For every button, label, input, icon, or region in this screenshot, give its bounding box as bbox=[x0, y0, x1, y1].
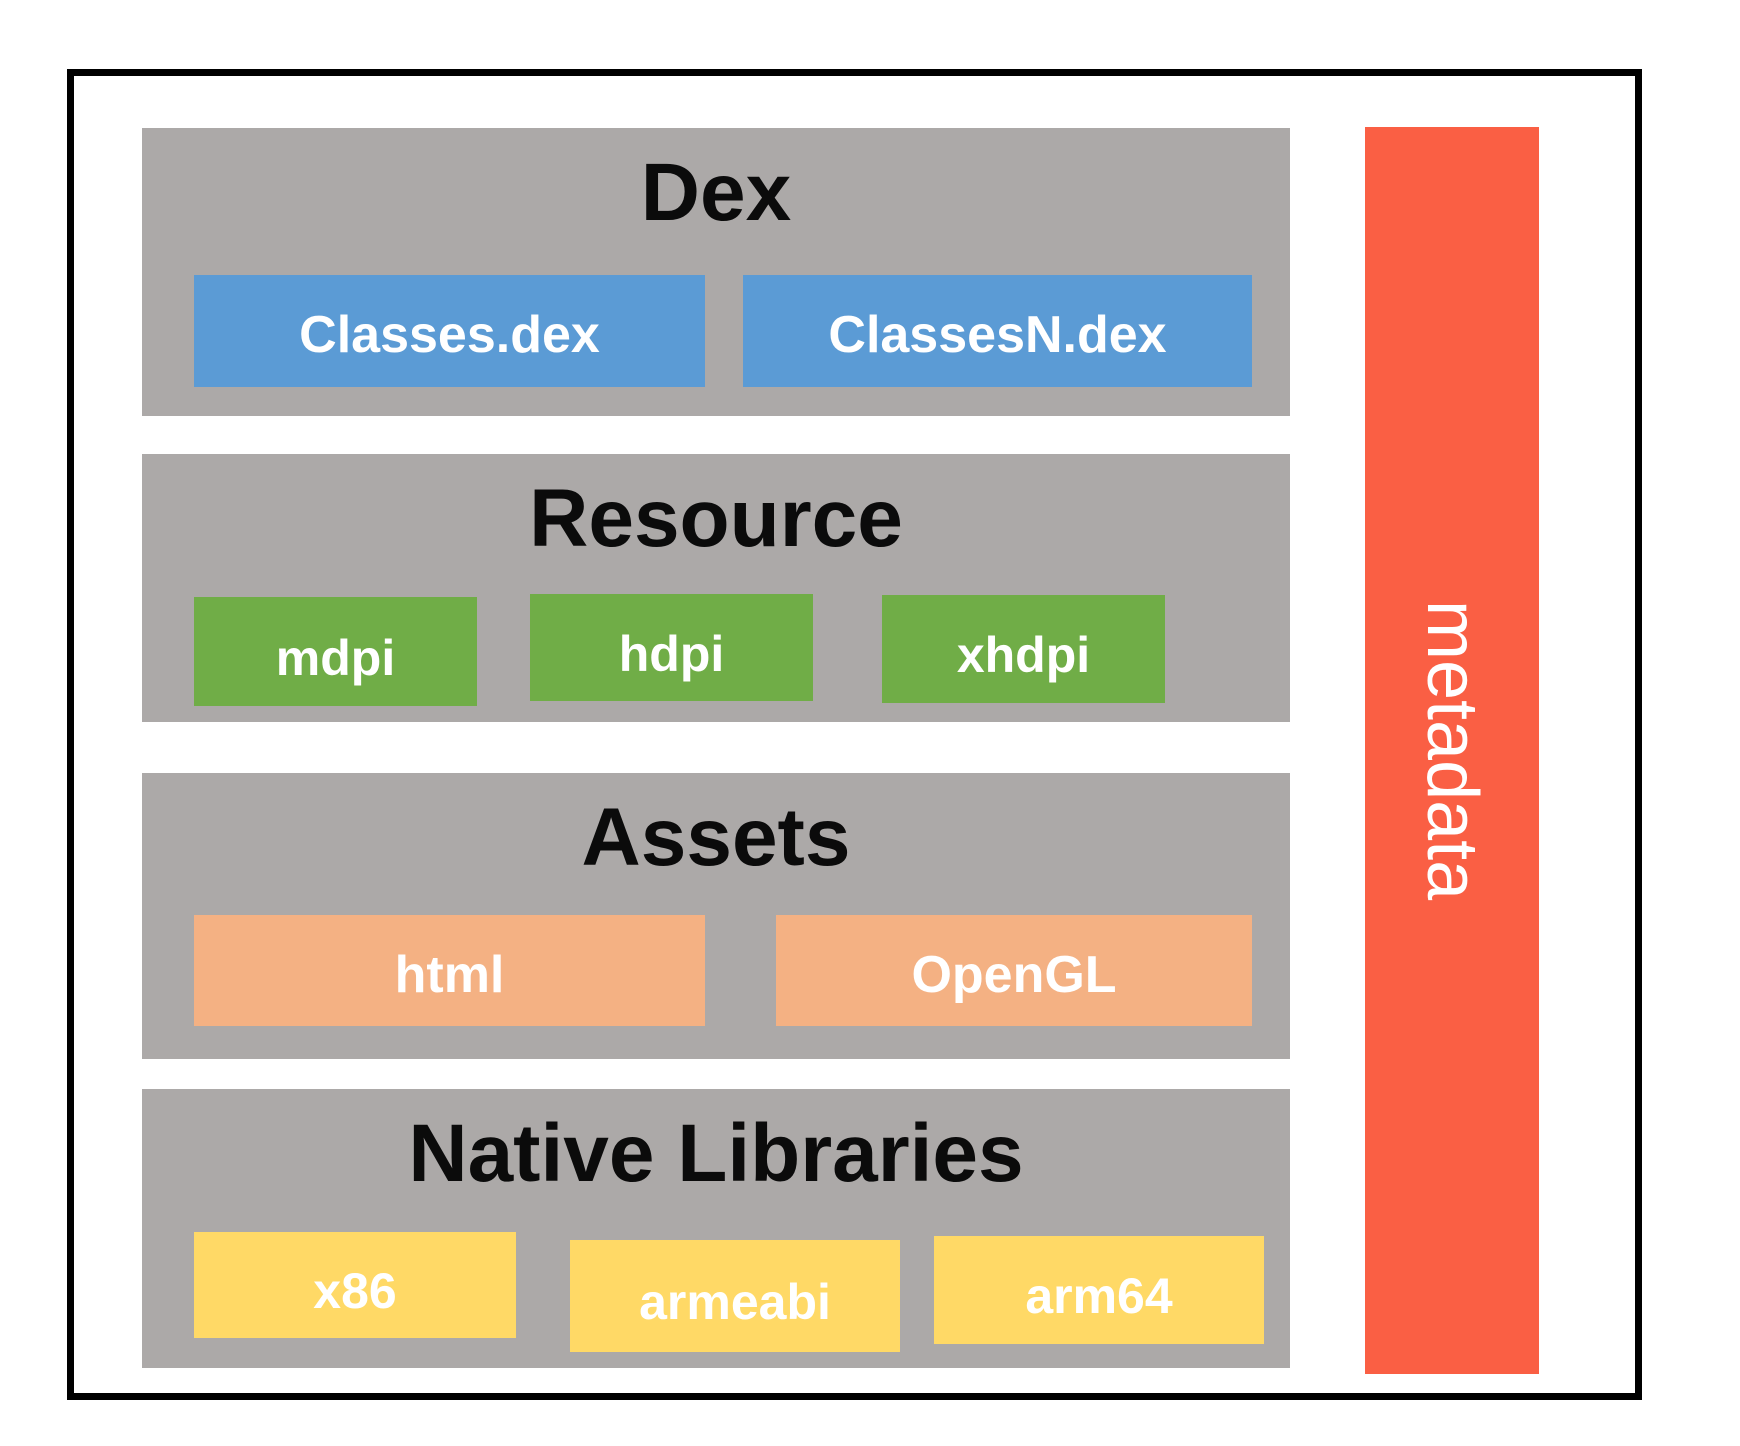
section-resource: Resource mdpi hdpi xhdpi bbox=[142, 454, 1290, 722]
box-classesn-dex: ClassesN.dex bbox=[743, 275, 1252, 387]
box-mdpi: mdpi bbox=[194, 597, 477, 706]
box-armeabi: armeabi bbox=[570, 1240, 900, 1352]
box-x86: x86 bbox=[194, 1232, 516, 1338]
section-title-resource: Resource bbox=[529, 473, 903, 564]
section-title-assets: Assets bbox=[581, 792, 851, 883]
metadata-bar: metadata bbox=[1365, 127, 1539, 1374]
metadata-label: metadata bbox=[1412, 600, 1492, 901]
box-classes-dex: Classes.dex bbox=[194, 275, 705, 387]
apk-outline-border bbox=[67, 69, 1642, 1400]
section-native-libraries: Native Libraries x86 armeabi arm64 bbox=[142, 1089, 1290, 1368]
box-html: html bbox=[194, 915, 705, 1026]
box-opengl: OpenGL bbox=[776, 915, 1252, 1026]
section-assets: Assets html OpenGL bbox=[142, 773, 1290, 1059]
section-dex: Dex Classes.dex ClassesN.dex bbox=[142, 128, 1290, 416]
section-title-dex: Dex bbox=[640, 147, 792, 238]
box-hdpi: hdpi bbox=[530, 594, 813, 701]
box-xhdpi: xhdpi bbox=[882, 595, 1165, 703]
box-arm64: arm64 bbox=[934, 1236, 1264, 1344]
section-title-native-libraries: Native Libraries bbox=[408, 1108, 1024, 1199]
